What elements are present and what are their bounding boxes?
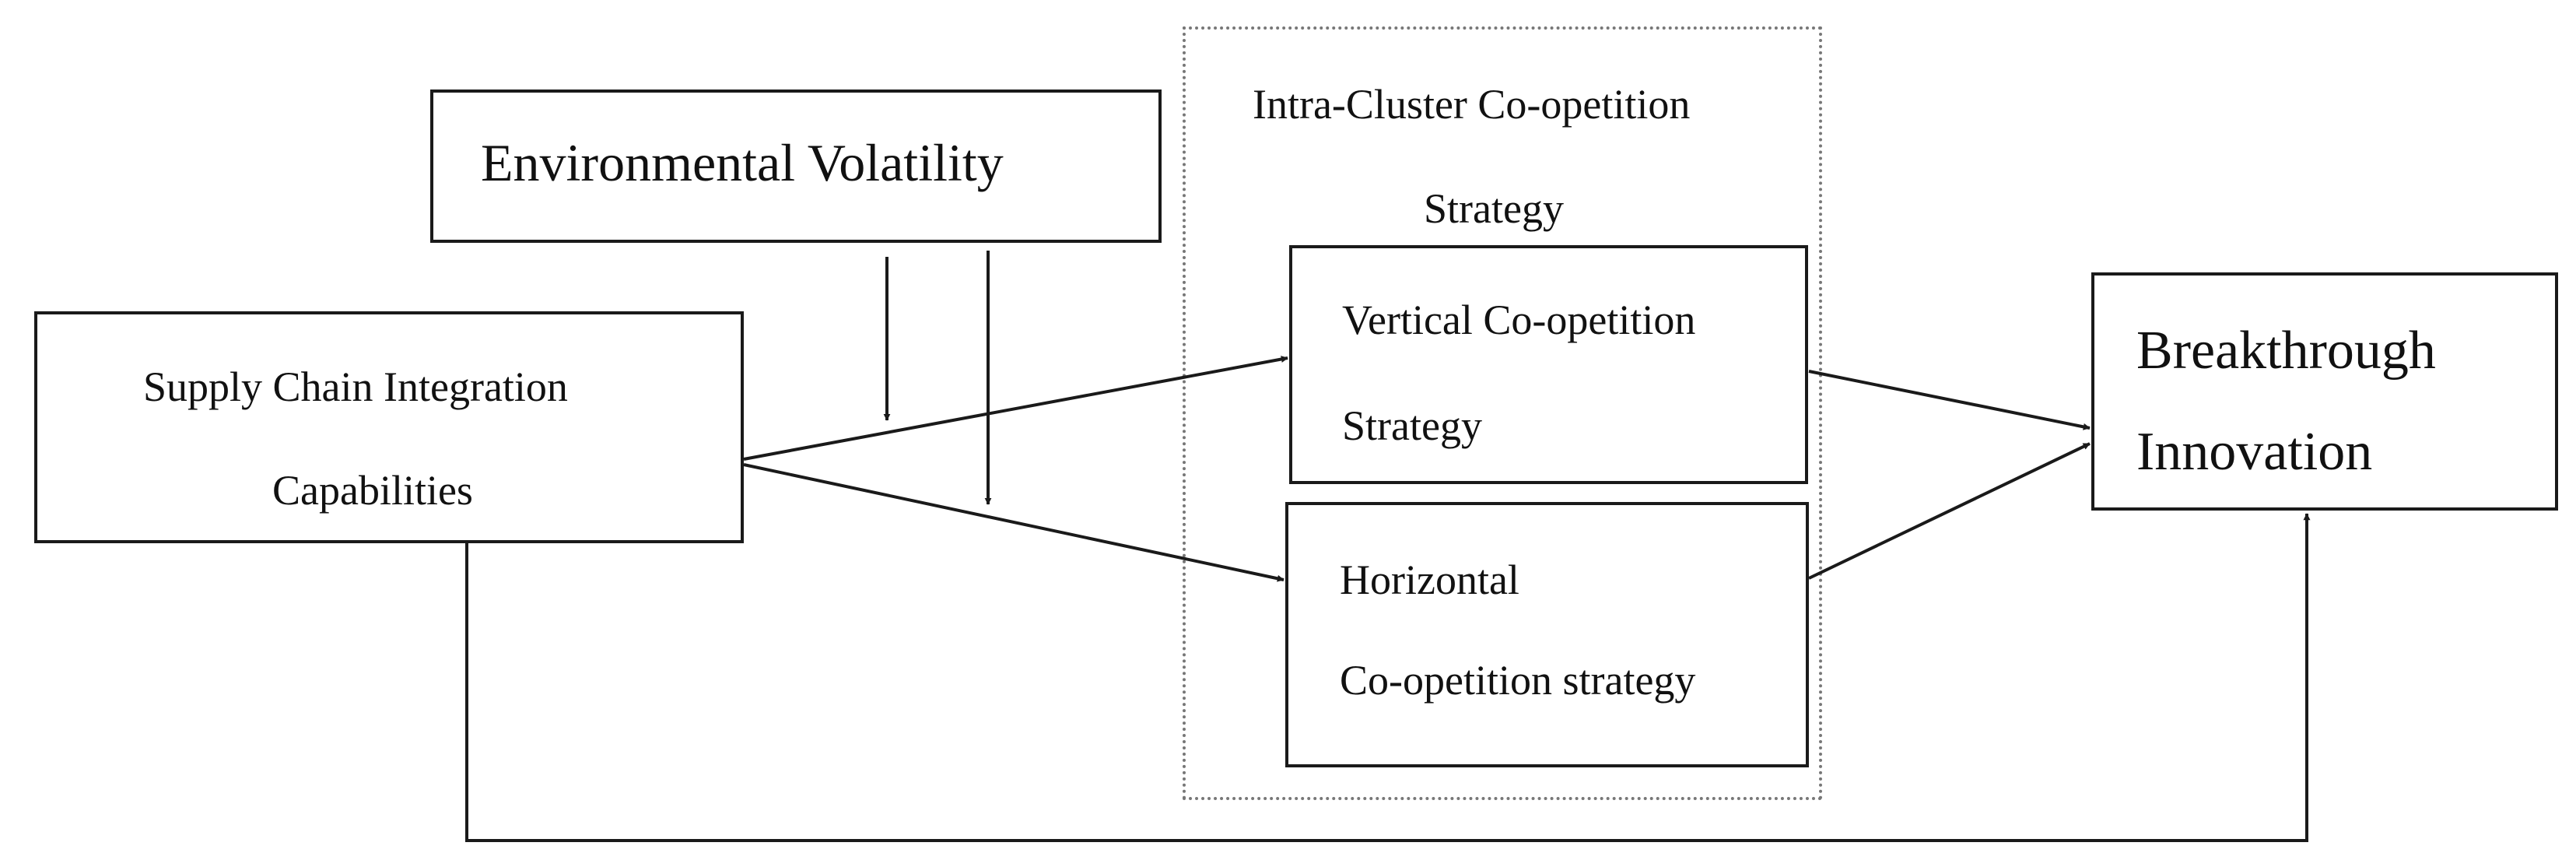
supply-chain-label-line-2: Capabilities bbox=[272, 467, 473, 514]
breakthrough-innovation-label-line-2: Innovation bbox=[2136, 422, 2373, 482]
vertical-coopetition-label-line-2: Strategy bbox=[1342, 402, 1482, 449]
horizontal-coopetition-box bbox=[1285, 502, 1809, 767]
arrow-horizontal-to-breakthrough bbox=[1808, 442, 2091, 580]
supply-chain-integration-box bbox=[34, 311, 744, 543]
vertical-coopetition-label-line-1: Vertical Co-opetition bbox=[1342, 297, 1696, 343]
vertical-coopetition-box bbox=[1289, 245, 1808, 484]
environmental-volatility-label: Environmental Volatility bbox=[481, 133, 1004, 192]
intra-cluster-label-line-1: Intra-Cluster Co-opetition bbox=[1253, 81, 1691, 128]
horizontal-coopetition-label-line-2: Co-opetition strategy bbox=[1340, 657, 1696, 704]
breakthrough-innovation-box bbox=[2091, 272, 2558, 511]
supply-chain-label-line-1: Supply Chain Integration bbox=[143, 363, 568, 410]
environmental-volatility-box bbox=[430, 90, 1162, 243]
intra-cluster-label-line-2: Strategy bbox=[1424, 185, 1564, 232]
horizontal-coopetition-label-line-1: Horizontal bbox=[1340, 556, 1519, 603]
breakthrough-innovation-label-line-1: Breakthrough bbox=[2136, 321, 2436, 381]
arrow-vertical-to-breakthrough bbox=[1808, 370, 2091, 430]
